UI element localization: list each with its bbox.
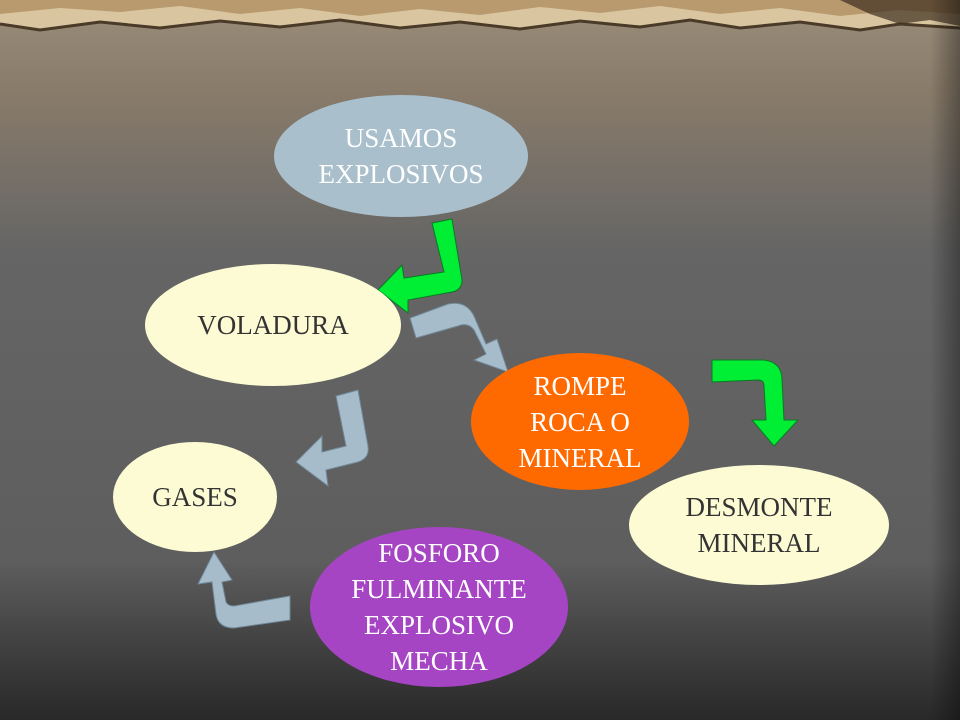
node-label: GASES	[152, 482, 238, 512]
node-fosforo: FOSFORO FULMINANTE EXPLOSIVO MECHA	[310, 527, 568, 687]
node-usamos-explosivos: USAMOS EXPLOSIVOS	[274, 95, 528, 217]
node-label: VOLADURA	[197, 310, 349, 340]
node-desmonte-mineral: DESMONTE MINERAL	[629, 465, 889, 585]
node-gases: GASES	[113, 442, 277, 552]
node-rompe-roca: ROMPE ROCA O MINERAL	[471, 353, 689, 490]
node-label: FOSFORO FULMINANTE EXPLOSIVO MECHA	[351, 538, 527, 676]
node-label: USAMOS EXPLOSIVOS	[318, 123, 484, 189]
node-label: ROMPE ROCA O MINERAL	[518, 370, 642, 473]
node-label: DESMONTE MINERAL	[685, 492, 833, 558]
node-voladura: VOLADURA	[145, 264, 401, 386]
